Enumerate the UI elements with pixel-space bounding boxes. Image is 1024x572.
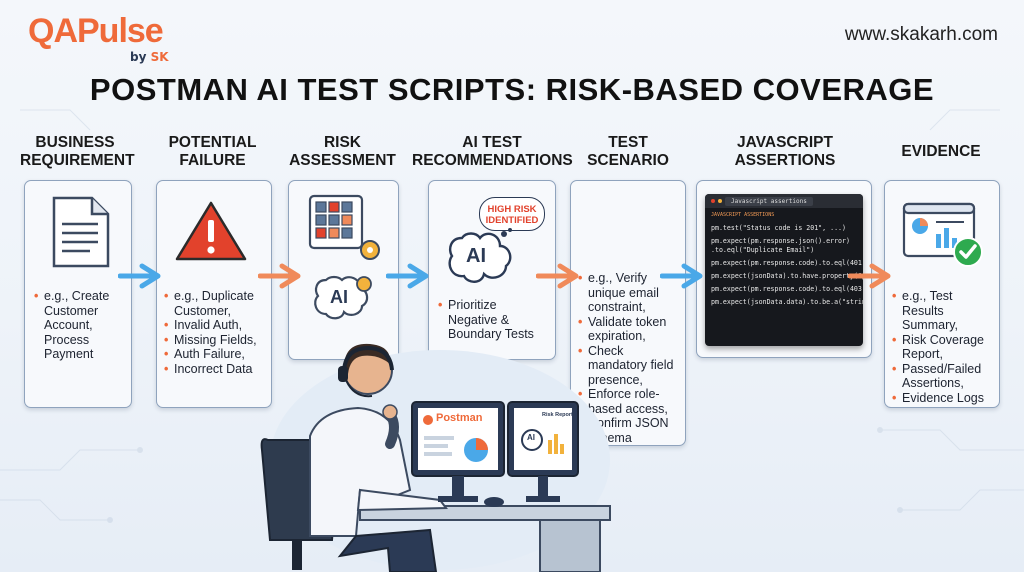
flow-arrow-icon <box>386 263 429 289</box>
engineer-at-desk-icon <box>260 343 611 572</box>
warning-triangle-icon <box>175 201 247 261</box>
list-item: Enforce role-based access, <box>578 387 682 416</box>
brand-by-line: by SK <box>130 50 169 64</box>
dashboard-check-icon <box>902 202 983 267</box>
brand-by: by <box>130 50 147 64</box>
code-line: .to.eql("Duplicate Email") <box>711 246 815 254</box>
brand-name-pulse: Pulse <box>77 12 164 50</box>
flow-arrow-icon <box>660 263 703 289</box>
list-item: Auth Failure, <box>164 347 272 362</box>
badge-line: IDENTIFIED <box>485 215 539 226</box>
ai-brain-icon <box>314 275 372 320</box>
header-line: RISK <box>323 134 362 151</box>
code-line: pm.expect(pm.response.code).to.eql(401) <box>711 259 863 267</box>
list-item: e.g., Test Results Summary, <box>892 289 996 333</box>
flow-arrow-icon <box>118 263 161 289</box>
document-icon <box>52 196 110 268</box>
code-line: pm.expect(jsonData).to.have.property("ph… <box>711 272 863 280</box>
header-line: POTENTIAL <box>168 134 257 151</box>
header-line: RECOMMENDATIONS <box>412 152 573 169</box>
risk-matrix-icon <box>308 194 380 260</box>
list-item: e.g., Create Customer Account, Process P… <box>34 289 126 362</box>
flow-arrow-icon <box>536 263 579 289</box>
header-line: AI TEST <box>462 134 522 151</box>
editor-section-label: JAVASCRIPT ASSERTIONS <box>711 212 775 218</box>
monitor-postman-label: Postman <box>436 412 483 424</box>
editor-tab[interactable]: Javascript assertions <box>725 196 813 206</box>
code-line: pm.expect(pm.response.json().error) <box>711 237 850 245</box>
monitor-ai-label: AI <box>527 433 535 442</box>
list-item: Prioritize Negative & Boundary Tests <box>438 298 548 342</box>
list-item: e.g., Verify unique email constraint, <box>578 271 682 315</box>
list-item: e.g., Duplicate Customer, <box>164 289 272 318</box>
list-item: Validate token expiration, <box>578 315 682 344</box>
ai-brain-icon <box>448 228 512 283</box>
brand-by-sk: SK <box>150 50 169 64</box>
step-header-evidence: EVIDENCE <box>883 143 999 161</box>
list-item: Risk Coverage Report, <box>892 333 996 362</box>
list-item: Check mandatory field presence, <box>578 344 682 388</box>
window-dot-icon <box>718 199 722 203</box>
brand-name-qa: QA <box>28 12 78 50</box>
list-item: Incorrect Data <box>164 362 272 377</box>
flow-arrow-icon <box>258 263 301 289</box>
header-line: REQUIREMENT <box>20 152 135 169</box>
editor-tab-bar: Javascript assertions <box>705 194 863 208</box>
header-line: BUSINESS <box>35 134 115 151</box>
code-line: pm.test("Status code is 201", ...) <box>711 224 846 232</box>
risk-ai-label: AI <box>330 287 348 307</box>
header-line: JAVASCRIPT <box>737 134 833 151</box>
header-line: EVIDENCE <box>901 143 981 160</box>
header-line: ASSESSMENT <box>289 152 396 169</box>
website-url[interactable]: www.skakarh.com <box>844 24 998 45</box>
list-item: Missing Fields, <box>164 333 272 348</box>
list-item: Passed/Failed Assertions, <box>892 362 996 391</box>
header-line: FAILURE <box>179 152 246 169</box>
business-requirement-examples: e.g., Create Customer Account, Process P… <box>34 289 126 362</box>
test-scenario-list: e.g., Verify unique email constraint, Va… <box>578 271 682 445</box>
window-dot-icon <box>711 199 715 203</box>
recommendation-ai-label: AI <box>466 245 486 267</box>
list-item: Evidence Logs <box>892 391 996 406</box>
brand-logo: QAPulse by SK <box>28 12 169 64</box>
list-item: Invalid Auth, <box>164 318 272 333</box>
header-line: TEST <box>608 134 648 151</box>
code-editor-icon: Javascript assertions JAVASCRIPT ASSERTI… <box>705 194 863 346</box>
header-line: ASSERTIONS <box>734 152 836 169</box>
page-title: POSTMAN AI TEST SCRIPTS: RISK-BASED COVE… <box>89 72 935 107</box>
header-line: SCENARIO <box>587 152 669 169</box>
code-line: pm.expect(pm.response.code).to.eql(403) <box>711 285 863 293</box>
monitor-risk-label: Risk Report <box>542 412 573 418</box>
code-line: pm.expect(jsonData.data).to.be.a("string… <box>711 298 863 306</box>
ai-recommendation-list: Prioritize Negative & Boundary Tests <box>438 298 548 342</box>
potential-failure-examples: e.g., Duplicate Customer, Invalid Auth, … <box>164 289 272 376</box>
evidence-list: e.g., Test Results Summary, Risk Coverag… <box>892 289 996 405</box>
badge-line: HIGH RISK <box>487 204 537 215</box>
flow-arrow-icon <box>848 263 891 289</box>
